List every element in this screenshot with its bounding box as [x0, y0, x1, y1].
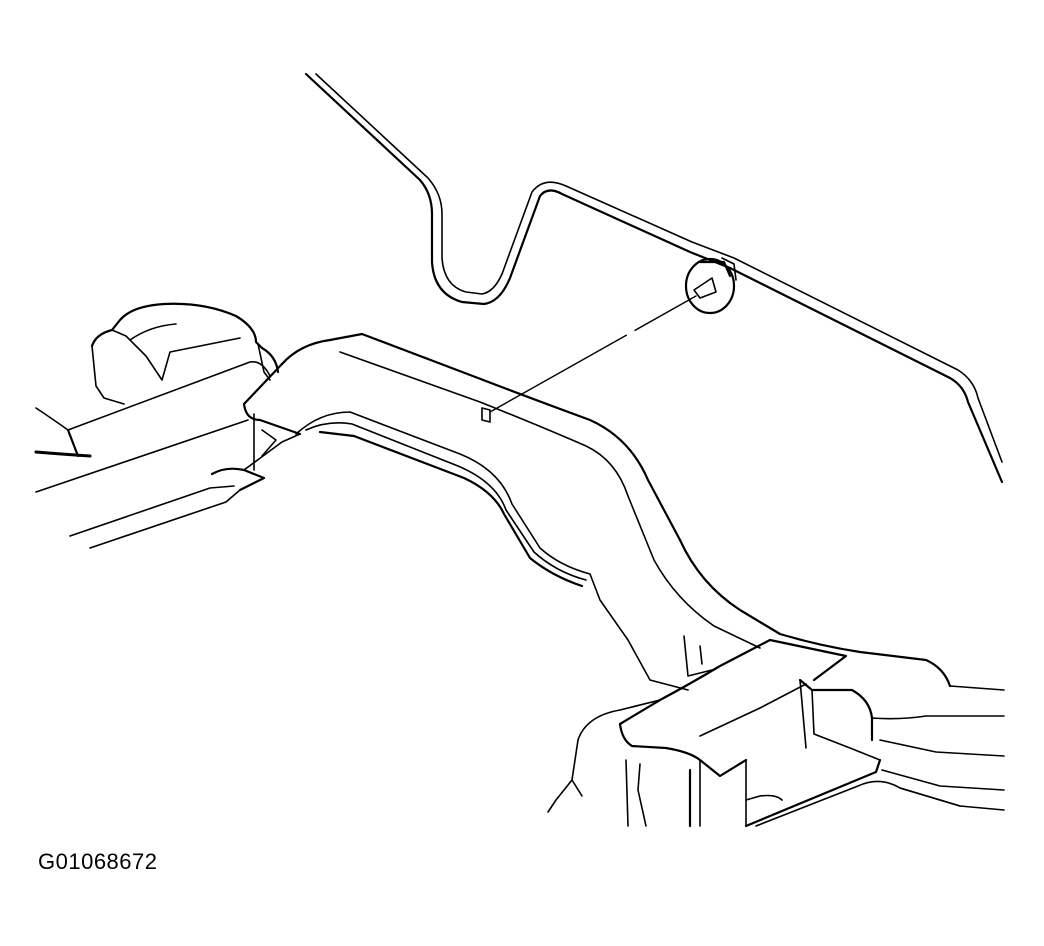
- clip-to-frame-leader-line: [489, 295, 697, 413]
- frame-rail-left: [34, 360, 301, 549]
- frame-rail-upper: [242, 332, 952, 691]
- brake-line: [304, 72, 1004, 484]
- line-retaining-clip: [684, 257, 737, 315]
- crossmember-lower-right: [547, 635, 1005, 828]
- figure-id-label: G01068672: [38, 849, 158, 874]
- left-frame-mount: [90, 302, 280, 405]
- frame-clip-hole: [481, 407, 491, 423]
